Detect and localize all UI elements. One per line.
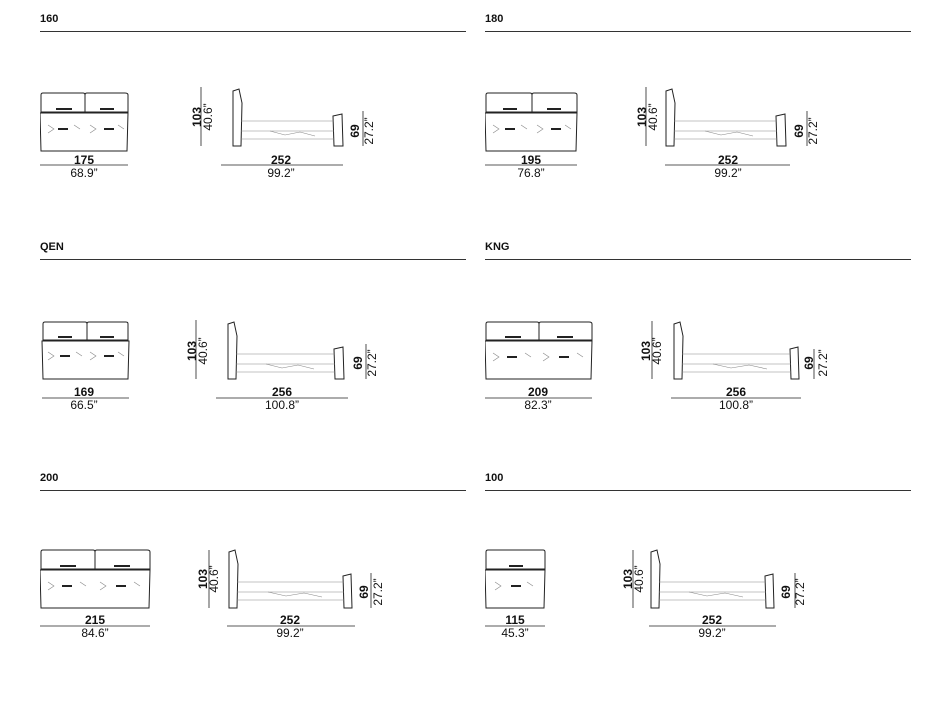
headboard-height-cm: 103	[635, 107, 649, 127]
footboard-height-in: 27.2”	[816, 349, 830, 376]
section-divider	[485, 31, 911, 32]
headboard-height-cm: 103	[621, 569, 635, 589]
front-width-in: 84.6”	[81, 626, 108, 640]
headboard-height-in: 40.6”	[632, 565, 646, 592]
headboard-height-cm: 103	[190, 107, 204, 127]
side-length-cm: 252	[271, 153, 291, 167]
side-length-in: 99.2”	[276, 626, 303, 640]
section-divider	[485, 259, 911, 260]
footboard-height-in: 27.2”	[365, 349, 379, 376]
front-width-in: 66.5”	[70, 398, 97, 412]
footboard-height-cm: 69	[351, 356, 365, 370]
front-width-cm: 115	[505, 613, 525, 627]
section-180: 180 195 76.8” 103 40.6” 69	[485, 13, 911, 243]
section-drawing: 215 84.6” 103 40.6” 69 27.2” 252 99.2”	[40, 549, 385, 640]
front-view-drawing	[485, 92, 578, 166]
headboard-height-in: 40.6”	[650, 337, 664, 364]
side-view-drawing	[651, 321, 815, 399]
section-drawing: 209 82.3” 103 40.6” 69 27.2” 256 100.8”	[485, 321, 830, 412]
section-200: 200 215 84.6” 103 40.6” 69	[40, 472, 466, 702]
footboard-height-cm: 69	[357, 585, 371, 599]
front-width-in: 76.8”	[517, 166, 544, 180]
section-drawing: 175 68.9” 103 40.6” 69 27.2” 252 99.2”	[40, 87, 376, 180]
section-100: 100 115 45.3” 103 40.6” 69 27.2” 252	[485, 472, 911, 702]
footboard-height-in: 27.2”	[371, 578, 385, 605]
footboard-height-in: 27.2”	[806, 117, 820, 144]
front-width-in: 68.9”	[70, 166, 97, 180]
footboard-height-in: 27.2”	[793, 578, 807, 605]
headboard-height-in: 40.6”	[207, 565, 221, 592]
side-length-cm: 256	[726, 385, 746, 399]
section-title: QEN	[40, 241, 64, 253]
side-length-in: 99.2”	[714, 166, 741, 180]
section-divider	[40, 31, 466, 32]
footboard-height-cm: 69	[348, 124, 362, 138]
footboard-height-cm: 69	[802, 356, 816, 370]
section-divider	[40, 259, 466, 260]
side-view-drawing	[200, 87, 364, 166]
headboard-height-in: 40.6”	[196, 337, 210, 364]
front-width-cm: 209	[528, 385, 548, 399]
side-length-cm: 252	[718, 153, 738, 167]
headboard-height-cm: 103	[196, 569, 210, 589]
side-length-cm: 252	[702, 613, 722, 627]
front-width-cm: 195	[521, 153, 541, 167]
front-width-cm: 169	[74, 385, 94, 399]
section-title: 160	[40, 13, 59, 25]
front-view-drawing	[485, 321, 593, 399]
side-length-in: 100.8”	[265, 398, 299, 412]
front-width-cm: 175	[74, 153, 94, 167]
side-length-cm: 256	[272, 385, 292, 399]
footboard-height-in: 27.2”	[362, 117, 376, 144]
front-view-drawing	[40, 549, 151, 627]
footboard-height-cm: 69	[792, 124, 806, 138]
section-qen: QEN 169 66.5” 103 40.6” 69	[40, 241, 466, 471]
front-view-drawing	[41, 321, 130, 399]
side-length-cm: 252	[280, 613, 300, 627]
section-divider	[485, 490, 911, 491]
side-length-in: 99.2”	[267, 166, 294, 180]
side-length-in: 99.2”	[698, 626, 725, 640]
headboard-height-in: 40.6”	[201, 103, 215, 130]
front-view-drawing	[40, 92, 129, 166]
section-title: KNG	[485, 241, 510, 253]
section-drawing: 115 45.3” 103 40.6” 69 27.2” 252 99.2”	[485, 549, 807, 640]
headboard-height-cm: 103	[639, 341, 653, 361]
footboard-height-cm: 69	[779, 585, 793, 599]
side-length-in: 100.8”	[719, 398, 753, 412]
front-width-in: 82.3”	[524, 398, 551, 412]
section-title: 180	[485, 13, 504, 25]
section-160: 160 175 68.9” 103 40.6” 69	[40, 13, 466, 243]
front-width-in: 45.3”	[501, 626, 528, 640]
section-title: 100	[485, 472, 504, 484]
side-view-drawing	[632, 549, 796, 627]
side-view-drawing	[645, 87, 808, 166]
side-view-drawing	[208, 549, 372, 627]
section-divider	[40, 490, 466, 491]
headboard-height-in: 40.6”	[646, 103, 660, 130]
section-drawing: 169 66.5” 103 40.6” 69 27.2” 256 100.8”	[41, 320, 379, 412]
section-title: 200	[40, 472, 59, 484]
section-drawing: 195 76.8” 103 40.6” 69 27.2” 252 99.2”	[485, 87, 820, 180]
front-width-cm: 215	[85, 613, 105, 627]
side-view-drawing	[195, 320, 367, 399]
section-kng: KNG 209 82.3” 103 40.6” 69	[485, 241, 911, 471]
headboard-height-cm: 103	[185, 341, 199, 361]
front-view-drawing	[485, 549, 546, 627]
